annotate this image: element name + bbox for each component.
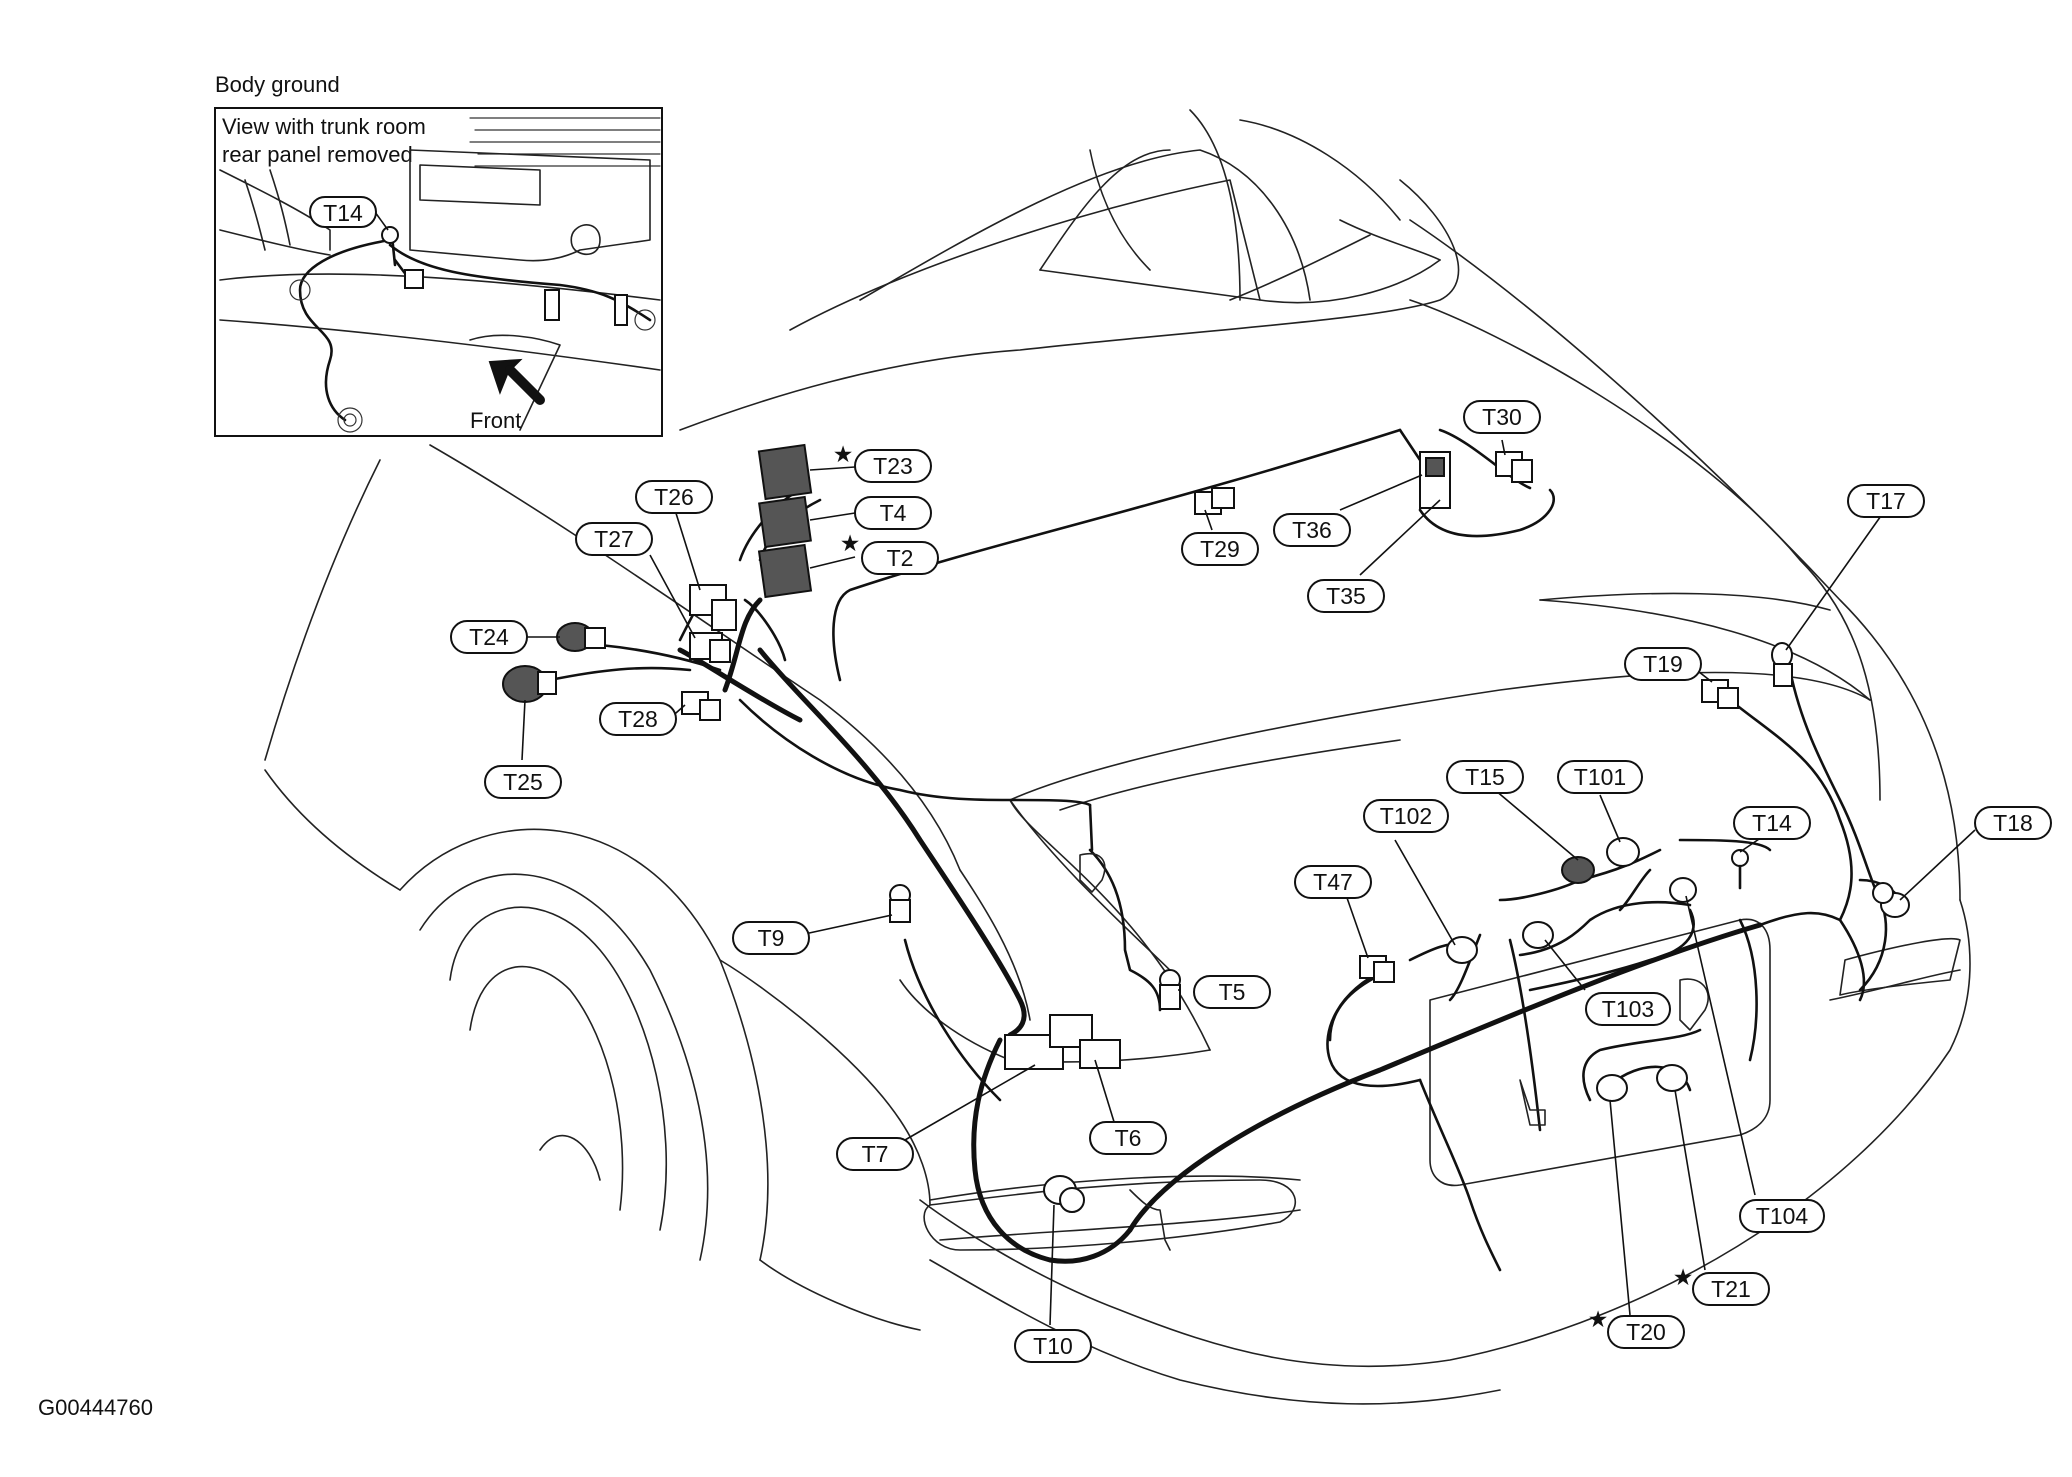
label-T26: T26 (635, 480, 713, 514)
svg-text:T20: T20 (1626, 1319, 1666, 1345)
label-T30: T30 (1463, 400, 1541, 434)
inset-title: Body ground (215, 72, 340, 97)
svg-text:T15: T15 (1465, 764, 1505, 790)
svg-text:T104: T104 (1756, 1203, 1809, 1229)
svg-text:T35: T35 (1326, 583, 1366, 609)
inset-trunk-panel-drawing (219, 117, 661, 433)
svg-text:T27: T27 (594, 526, 634, 552)
label-T25: T25 (484, 765, 562, 799)
label-T9: T9 (732, 921, 810, 955)
body-ground-inset: Body ground View with trunk room rear pa… (214, 72, 663, 437)
connectors (502, 443, 1910, 1251)
label-T6: T6 (1089, 1121, 1167, 1155)
label-T103: T103 (1585, 992, 1671, 1026)
label-T20: ★ T20 (1588, 1306, 1685, 1349)
svg-text:T4: T4 (880, 500, 907, 526)
label-T19: T19 (1624, 647, 1702, 681)
label-T10: T10 (1014, 1329, 1092, 1363)
svg-text:T25: T25 (503, 769, 543, 795)
svg-text:T10: T10 (1033, 1333, 1073, 1359)
label-T15: T15 (1446, 760, 1524, 794)
inset-frame (214, 107, 663, 437)
label-T14: T14 (1733, 806, 1811, 840)
svg-text:T6: T6 (1115, 1125, 1142, 1151)
star-marker: ★ (833, 441, 854, 467)
label-T28: T28 (599, 702, 677, 736)
label-T24: T24 (450, 620, 528, 654)
inset-caption-line1: View with trunk room (222, 114, 426, 139)
label-T36: T36 (1273, 513, 1351, 547)
leader-lines (521, 439, 1976, 1326)
svg-text:T24: T24 (469, 624, 509, 650)
svg-text:T36: T36 (1292, 517, 1332, 543)
svg-text:T101: T101 (1574, 764, 1626, 790)
svg-text:T9: T9 (758, 925, 785, 951)
label-T18: T18 (1974, 806, 2052, 840)
star-marker: ★ (1588, 1306, 1609, 1332)
figure-id: G00444760 (38, 1395, 153, 1420)
label-T2: ★ T2 (840, 530, 939, 575)
svg-text:T14: T14 (323, 200, 363, 226)
front-arrow-icon (488, 358, 545, 405)
label-T23: ★ T23 (833, 441, 932, 483)
svg-text:T47: T47 (1313, 869, 1353, 895)
svg-text:T18: T18 (1993, 810, 2033, 836)
svg-text:T28: T28 (618, 706, 658, 732)
label-T47: T47 (1294, 865, 1372, 899)
svg-text:T7: T7 (862, 1141, 889, 1167)
svg-text:T23: T23 (873, 453, 913, 479)
svg-text:T2: T2 (887, 545, 914, 571)
inset-caption-line2: rear panel removed (222, 142, 413, 167)
label-T35: T35 (1307, 579, 1385, 613)
label-T21: ★ T21 (1673, 1264, 1770, 1306)
label-T5: T5 (1193, 975, 1271, 1009)
svg-text:T19: T19 (1643, 651, 1683, 677)
inset-arrow-label: Front (470, 408, 521, 433)
label-T17: T17 (1847, 484, 1925, 518)
star-marker: ★ (840, 530, 861, 556)
star-marker: ★ (1673, 1264, 1694, 1290)
label-T7: T7 (836, 1137, 914, 1171)
svg-text:T14: T14 (1752, 810, 1792, 836)
svg-text:T103: T103 (1602, 996, 1654, 1022)
svg-text:T17: T17 (1866, 488, 1906, 514)
svg-text:T30: T30 (1482, 404, 1522, 430)
svg-text:T102: T102 (1380, 803, 1432, 829)
label-T102: T102 (1363, 799, 1449, 833)
inset-ground-label: T14 (309, 196, 389, 231)
label-T4: T4 (854, 496, 932, 530)
car-body-outline (264, 109, 1971, 1405)
svg-text:T21: T21 (1711, 1276, 1751, 1302)
label-T104: T104 (1739, 1199, 1825, 1233)
label-T27: T27 (575, 522, 653, 556)
svg-text:T29: T29 (1200, 536, 1240, 562)
label-T101: T101 (1557, 760, 1643, 794)
svg-text:T5: T5 (1219, 979, 1246, 1005)
svg-text:T26: T26 (654, 484, 694, 510)
label-T29: T29 (1181, 532, 1259, 566)
